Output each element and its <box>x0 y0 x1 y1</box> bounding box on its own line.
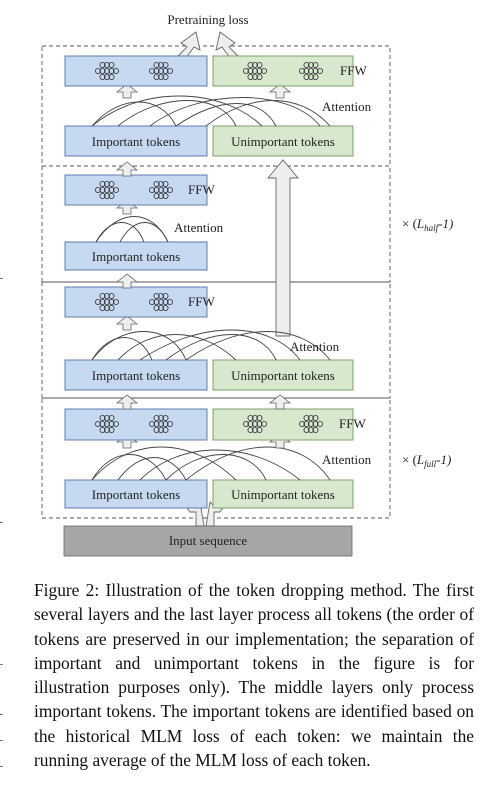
margin-tick <box>0 522 3 523</box>
up-arrow <box>268 83 292 99</box>
layer-group-last: Important tokens Unimportant tokens Atte… <box>64 55 372 157</box>
important-tokens-box <box>64 359 208 391</box>
ffw-label: FFW <box>339 416 366 431</box>
important-tokens-label: Important tokens <box>92 368 180 383</box>
margin-tick <box>0 766 3 767</box>
unimportant-tokens-label: Unimportant tokens <box>231 368 335 383</box>
important-tokens-box <box>64 125 208 157</box>
unimportant-tokens-box <box>212 359 354 391</box>
attention-arcs <box>91 95 331 127</box>
input-sequence-label: Input sequence <box>169 533 248 548</box>
up-arrow <box>115 315 139 331</box>
attention-label: Attention <box>322 99 372 114</box>
frame-first-layers <box>41 281 391 399</box>
up-arrow <box>115 161 139 177</box>
ffw-important-box <box>64 174 208 206</box>
ffw-label: FFW <box>188 182 215 197</box>
figure-caption: Figure 2: Illustration of the token drop… <box>34 578 474 772</box>
input-sequence-box <box>63 525 353 557</box>
ffw-unimportant-box <box>212 55 354 87</box>
layer-group-middle: Important tokens Attention FFW <box>64 161 224 271</box>
attention-label: Attention <box>322 452 372 467</box>
pretraining-loss-label: Pretraining loss <box>167 12 248 27</box>
frame-middle-layers <box>41 165 391 283</box>
dashed-frames <box>41 45 391 519</box>
ffw-unimportant-box <box>212 408 354 441</box>
up-arrow <box>268 394 292 410</box>
margin-tick <box>0 740 3 741</box>
frame-first-layer <box>41 397 391 519</box>
important-tokens-label: Important tokens <box>92 134 180 149</box>
up-arrow <box>115 394 139 410</box>
important-tokens-label: Important tokens <box>92 249 180 264</box>
up-arrow <box>115 83 139 99</box>
unimportant-tokens-box <box>212 479 354 509</box>
up-arrow <box>115 273 139 289</box>
frame-last-layer <box>41 45 391 167</box>
attention-arcs <box>95 216 169 243</box>
layer-group-second: Important tokens Unimportant tokens Atte… <box>64 273 354 391</box>
output-arrows <box>177 31 239 59</box>
ffw-important-box <box>64 408 208 441</box>
unimportant-tokens-label: Unimportant tokens <box>231 134 335 149</box>
important-tokens-box <box>64 479 208 509</box>
unimportant-tokens-label: Unimportant tokens <box>231 487 335 502</box>
ffw-important-box <box>64 55 208 87</box>
attention-arcs <box>91 329 331 361</box>
repeat-full-label: × (Lfull-1) <box>402 452 451 469</box>
token-dropping-figure: Input sequence Pretraining loss Importan… <box>41 12 453 557</box>
ffw-label: FFW <box>340 63 367 78</box>
unimportant-tokens-box <box>212 125 354 157</box>
margin-tick <box>0 714 3 715</box>
attention-label: Attention <box>174 220 224 235</box>
caption-label: Figure 2: <box>34 580 100 600</box>
figure-canvas: Input sequence Pretraining loss Importan… <box>41 12 453 557</box>
important-tokens-label: Important tokens <box>92 487 180 502</box>
attention-arcs <box>91 446 331 481</box>
layer-group-first: Important tokens Unimportant tokens Atte… <box>64 394 372 509</box>
important-tokens-box <box>64 241 208 271</box>
margin-tick <box>0 664 3 665</box>
ffw-label: FFW <box>188 294 215 309</box>
skip-arrow <box>267 159 299 337</box>
ffw-important-box <box>64 286 208 318</box>
repeat-half-label: × (Lhalf-1) <box>402 216 453 233</box>
caption-text: Illustration of the token dropping metho… <box>34 580 474 771</box>
attention-label: Attention <box>290 339 340 354</box>
margin-tick <box>0 278 3 279</box>
